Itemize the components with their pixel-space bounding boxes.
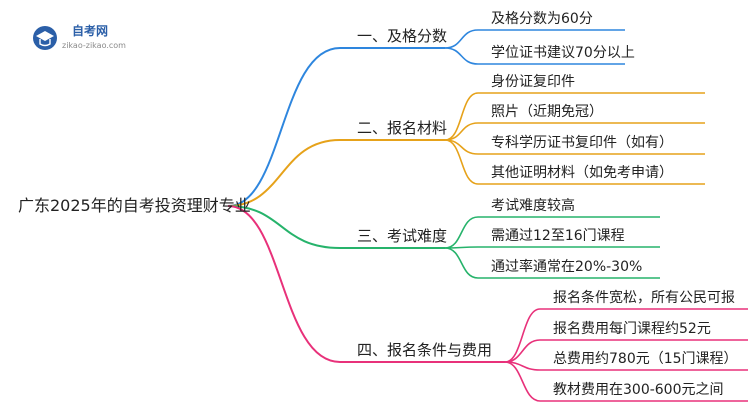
leaf-2-3: 专科学历证书复印件（如有） bbox=[491, 134, 673, 151]
branch-connector-2 bbox=[227, 139, 445, 207]
leaf-2-4: 其他证明材料（如免考申请） bbox=[491, 165, 673, 181]
leaf-connector-2-2 bbox=[444, 122, 705, 141]
leaf-connector-1-2 bbox=[444, 47, 625, 65]
branch-label-2: 二、报名材料 bbox=[357, 119, 447, 137]
logo-title: 自考网 bbox=[72, 23, 108, 38]
leaf-connector-2-1 bbox=[444, 92, 705, 141]
branch-label-4: 四、报名条件与费用 bbox=[357, 341, 492, 359]
leaf-2-2: 照片（近期免冠） bbox=[491, 104, 603, 120]
leaf-connector-4-1 bbox=[504, 308, 748, 363]
leaf-connector-3-1 bbox=[444, 216, 660, 249]
leaf-4-3: 总费用约780元（15门课程） bbox=[553, 351, 738, 367]
leaf-connector-2-4 bbox=[444, 139, 705, 185]
leaf-3-2: 需通过12至16门课程 bbox=[491, 228, 625, 244]
leaf-2-1: 身份证复印件 bbox=[491, 73, 575, 90]
leaf-3-1: 考试难度较高 bbox=[491, 197, 575, 214]
leaf-1-1: 及格分数为60分 bbox=[491, 11, 593, 27]
branch-connector-3 bbox=[227, 205, 445, 249]
mindmap-edges bbox=[227, 29, 748, 402]
branch-connector-4 bbox=[227, 205, 505, 363]
leaf-connector-3-3 bbox=[444, 247, 660, 279]
root-topic: 广东2025年的自考投资理财专业 bbox=[18, 196, 251, 215]
branch-connector-1 bbox=[227, 47, 445, 207]
logo-url: zikao-zikao.com bbox=[62, 41, 126, 50]
leaf-1-2: 学位证书建议70分以上 bbox=[491, 45, 635, 61]
leaf-connector-4-4 bbox=[504, 361, 748, 402]
site-logo: 自考网 zikao-zikao.com bbox=[33, 23, 126, 50]
leaf-4-2: 报名费用每门课程约52元 bbox=[553, 321, 711, 337]
leaf-connector-1-1 bbox=[444, 29, 625, 49]
leaf-connector-3-2 bbox=[444, 246, 660, 249]
leaf-4-4: 教材费用在300-600元之间 bbox=[553, 382, 724, 398]
branch-label-3: 三、考试难度 bbox=[357, 227, 447, 245]
leaf-4-1: 报名条件宽松，所有公民可报 bbox=[553, 289, 735, 306]
leaf-3-3: 通过率通常在20%-30% bbox=[491, 258, 642, 275]
leaf-connector-4-2 bbox=[504, 339, 748, 363]
branch-label-1: 一、及格分数 bbox=[357, 27, 447, 45]
